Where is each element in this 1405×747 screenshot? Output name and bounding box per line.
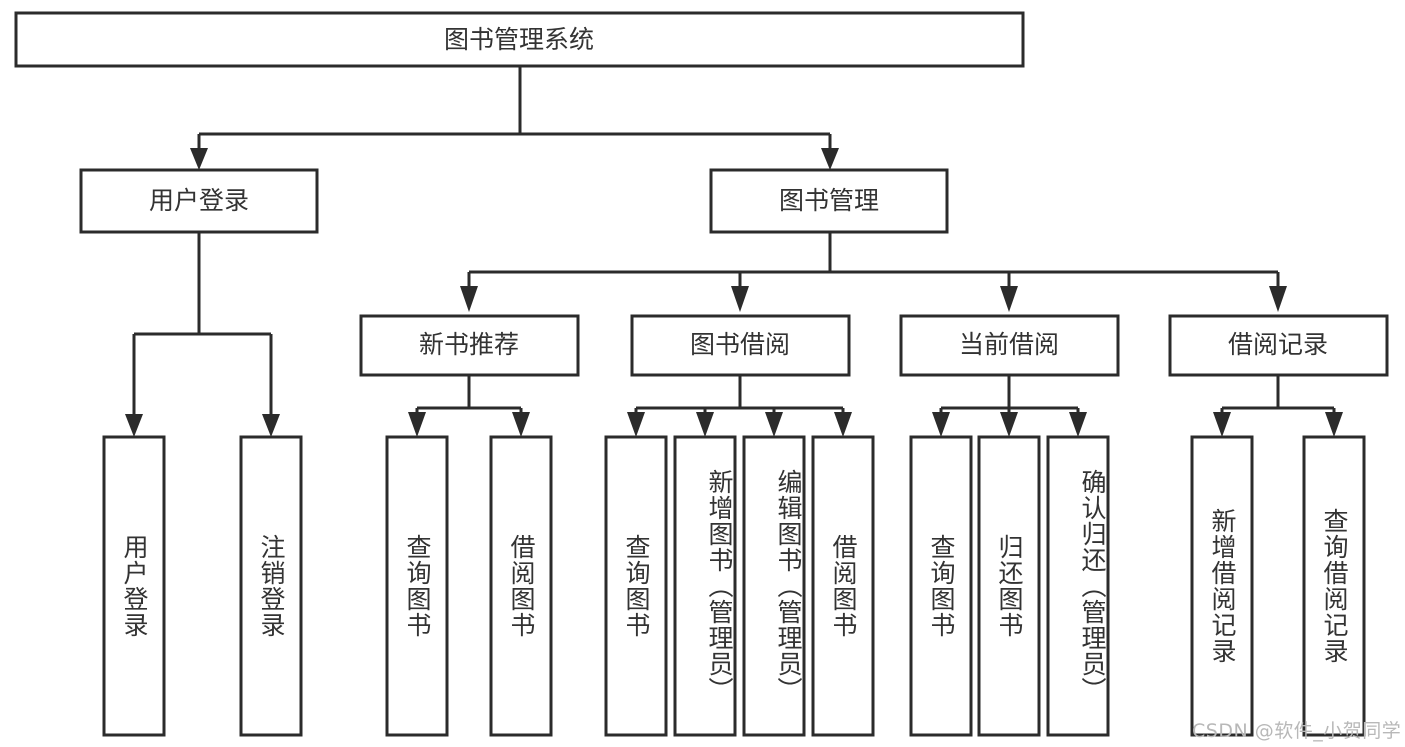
node-leaf-return-book-box[interactable] <box>977 435 1041 737</box>
arrow-head-icon <box>1269 286 1287 312</box>
node-leaf-borrow-book-2-box[interactable] <box>811 435 875 737</box>
arrow-head-icon <box>932 412 950 437</box>
node-leaf-confirm-return-box[interactable] <box>1046 435 1110 737</box>
node-book-borrow-label: 图书借阅 <box>690 330 790 359</box>
node-new-book-recommend[interactable]: 新书推荐 <box>359 314 580 377</box>
node-borrow-record[interactable]: 借阅记录 <box>1168 314 1389 377</box>
node-leaf-query-book-2-box[interactable] <box>604 435 668 737</box>
arrow-head-icon <box>696 412 714 437</box>
node-borrow-record-label: 借阅记录 <box>1228 330 1328 359</box>
arrow-head-icon <box>821 148 839 170</box>
leaf-box-group <box>102 435 1366 737</box>
node-book-borrow-box[interactable] <box>630 314 851 377</box>
connector-group-book-manage <box>460 232 1287 312</box>
node-leaf-user-login-box[interactable] <box>102 435 166 737</box>
node-new-book-recommend-box[interactable] <box>359 314 580 377</box>
node-user-login-label: 用户登录 <box>149 186 249 215</box>
node-root-box[interactable] <box>14 11 1025 68</box>
arrow-head-icon <box>1325 412 1343 437</box>
node-new-book-recommend-label: 新书推荐 <box>419 330 519 359</box>
arrow-head-icon <box>125 414 143 437</box>
node-root[interactable]: 图书管理系统 <box>14 11 1025 68</box>
arrow-head-icon <box>262 414 280 437</box>
arrow-head-icon <box>1213 412 1231 437</box>
node-user-login-box[interactable] <box>79 168 319 234</box>
arrow-head-icon <box>190 148 208 170</box>
node-book-borrow[interactable]: 图书借阅 <box>630 314 851 377</box>
arrow-head-icon <box>512 412 530 437</box>
node-book-manage[interactable]: 图书管理 <box>709 168 949 234</box>
node-leaf-query-book-1-box[interactable] <box>385 435 449 737</box>
connector-group-book-borrow <box>627 375 852 437</box>
arrow-head-icon <box>834 412 852 437</box>
connector-group-user-login <box>125 232 280 437</box>
connector-group-new-book-recommend <box>408 375 530 437</box>
arrow-head-icon <box>460 286 478 312</box>
node-borrow-record-box[interactable] <box>1168 314 1389 377</box>
node-current-borrow[interactable]: 当前借阅 <box>899 314 1120 377</box>
arrow-head-icon <box>731 286 749 312</box>
node-book-manage-box[interactable] <box>709 168 949 234</box>
connector-group-current-borrow <box>932 375 1087 437</box>
node-leaf-query-book-3-box[interactable] <box>909 435 973 737</box>
connector-group-borrow-record <box>1213 375 1343 437</box>
arrow-head-icon <box>627 412 645 437</box>
arrow-head-icon <box>765 412 783 437</box>
node-leaf-logout-login-box[interactable] <box>239 435 303 737</box>
node-current-borrow-label: 当前借阅 <box>959 330 1059 359</box>
arrow-head-icon <box>408 412 426 437</box>
node-root-label: 图书管理系统 <box>444 25 594 54</box>
arrow-head-icon <box>1069 412 1087 437</box>
node-user-login[interactable]: 用户登录 <box>79 168 319 234</box>
csdn-watermark: CSDN @软件_小贺同学 <box>1192 720 1402 742</box>
node-leaf-add-book-box[interactable] <box>673 435 737 737</box>
arrow-head-icon <box>1000 286 1018 312</box>
node-leaf-borrow-book-1-box[interactable] <box>489 435 553 737</box>
node-leaf-add-record-box[interactable] <box>1190 435 1254 737</box>
connector-group-root <box>190 66 839 170</box>
node-leaf-edit-book-box[interactable] <box>742 435 806 737</box>
node-leaf-query-record-box[interactable] <box>1302 435 1366 737</box>
node-book-manage-label: 图书管理 <box>779 186 879 215</box>
node-current-borrow-box[interactable] <box>899 314 1120 377</box>
arrow-head-icon <box>1000 412 1018 437</box>
